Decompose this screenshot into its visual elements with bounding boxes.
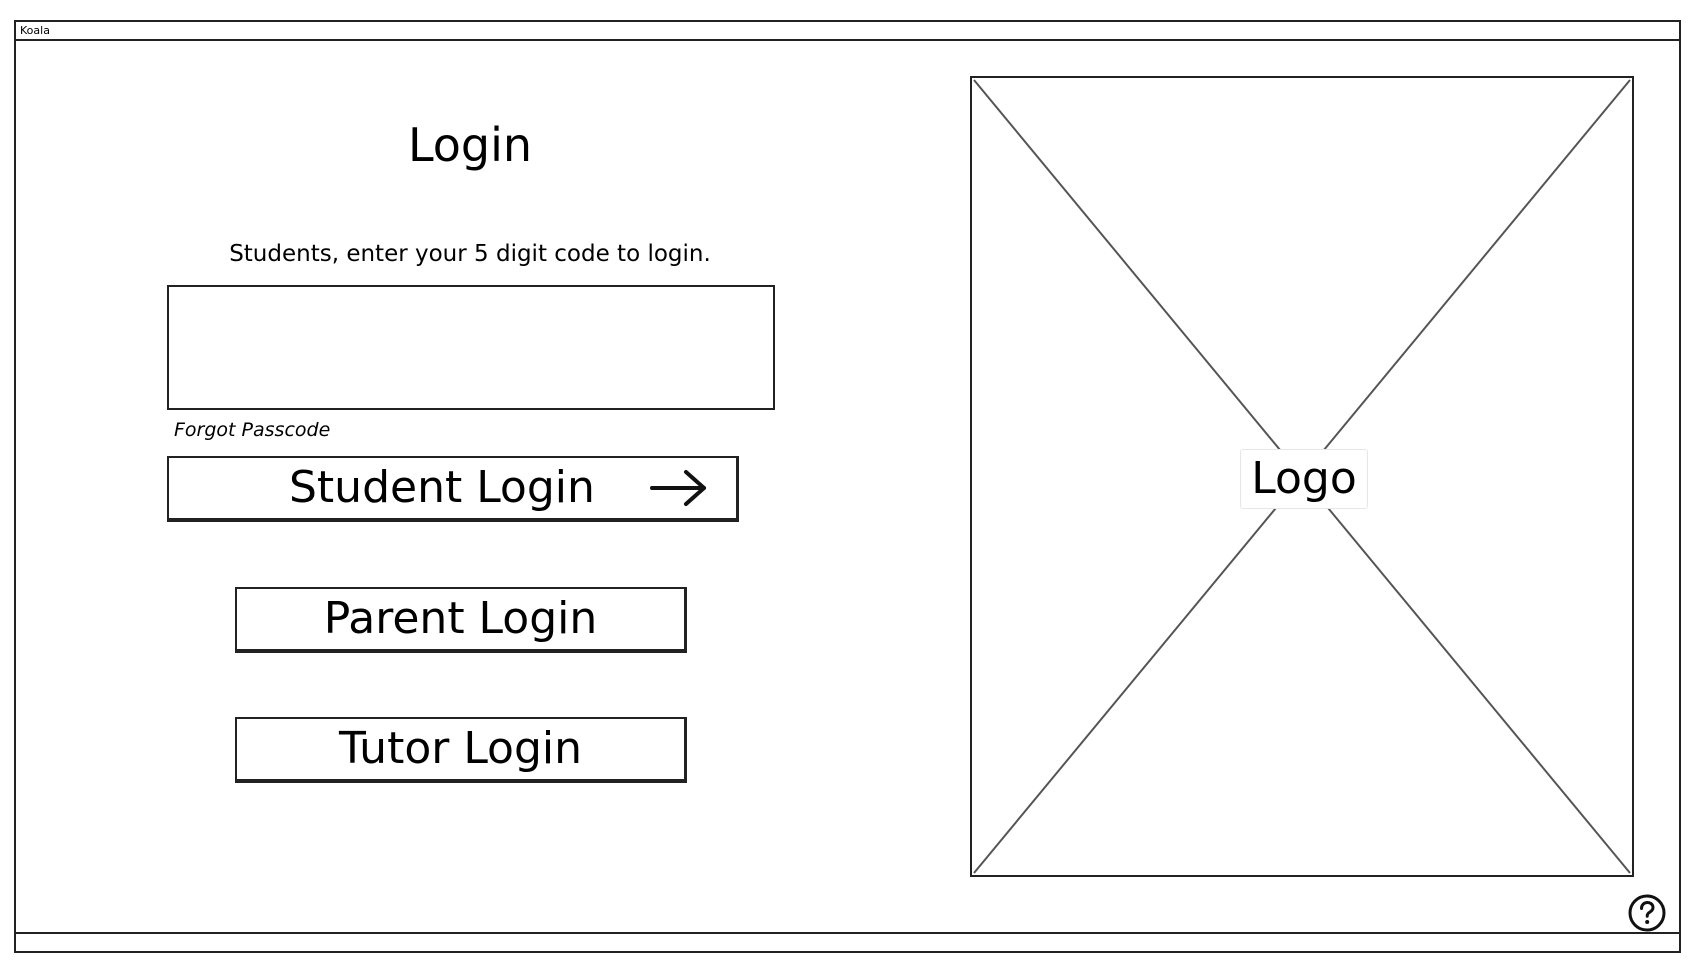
- title-bar: Koala: [16, 22, 1679, 41]
- arrow-right-icon: [650, 470, 706, 506]
- window-title: Koala: [20, 24, 50, 37]
- logo-label: Logo: [1240, 449, 1368, 509]
- tutor-login-label: Tutor Login: [338, 723, 583, 774]
- parent-login-label: Parent Login: [323, 593, 598, 644]
- tutor-login-button[interactable]: Tutor Login: [235, 717, 687, 783]
- parent-login-button[interactable]: Parent Login: [235, 587, 687, 653]
- student-code-input[interactable]: [167, 285, 775, 410]
- logo-image-placeholder: Logo: [970, 76, 1634, 877]
- question-circle-icon[interactable]: [1627, 893, 1667, 933]
- student-login-button[interactable]: Student Login: [167, 456, 739, 522]
- page-title: Login: [407, 118, 533, 172]
- student-login-label: Student Login: [289, 462, 595, 513]
- forgot-passcode-link[interactable]: Forgot Passcode: [174, 419, 331, 441]
- status-bar: [16, 932, 1679, 951]
- login-instruction: Students, enter your 5 digit code to log…: [229, 241, 711, 267]
